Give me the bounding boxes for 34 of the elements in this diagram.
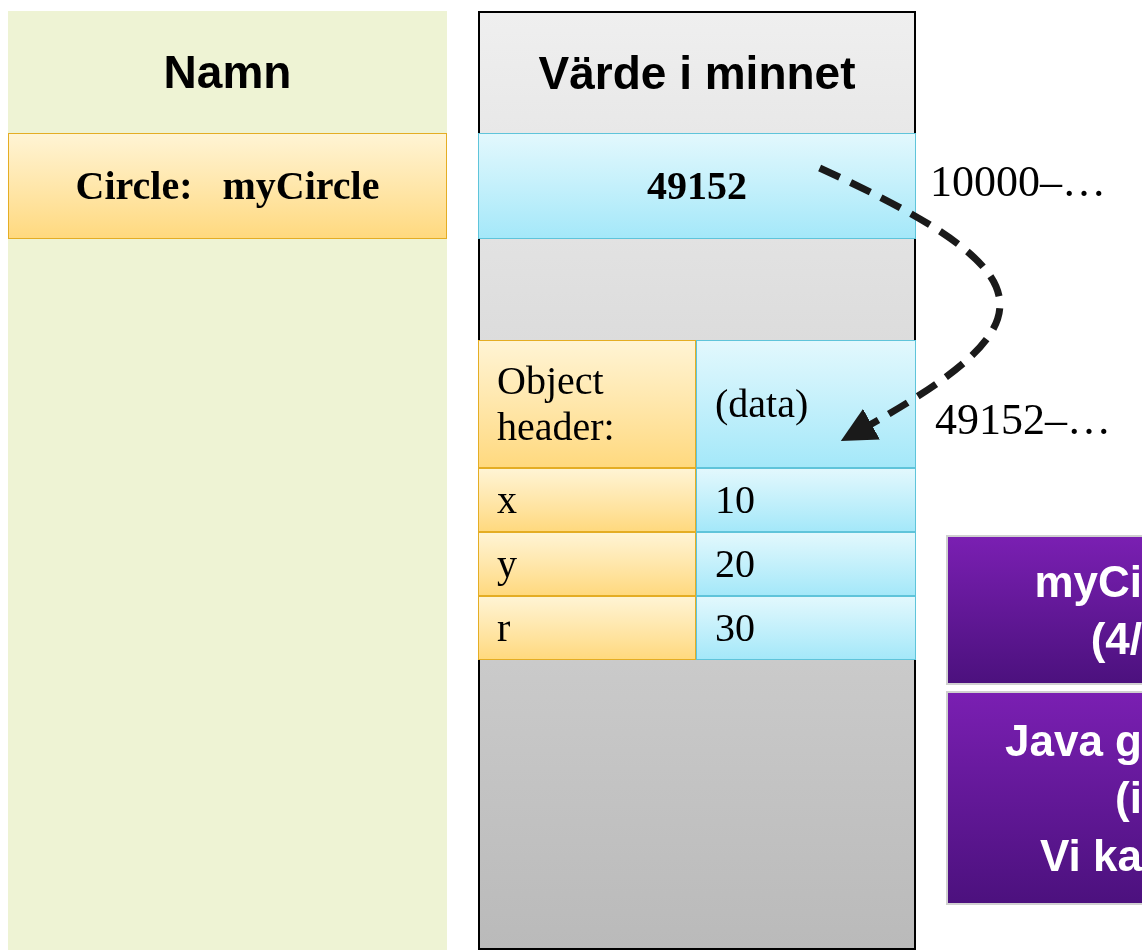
address-label: 49152–…: [935, 398, 1111, 442]
value-cell: [696, 596, 916, 660]
cell-text: (4/: [1090, 613, 1142, 665]
value-cell: [478, 133, 916, 239]
field-cell: [478, 596, 696, 660]
value-cell: [696, 340, 916, 468]
value-cell: [696, 468, 916, 532]
cell-text: 10: [715, 477, 756, 523]
column-heading: Namn: [162, 44, 293, 100]
cell-text: Java g: [1005, 715, 1142, 768]
cell-text: 49152: [647, 162, 747, 210]
field-cell: [478, 340, 696, 468]
arrow: [818, 164, 1004, 442]
cell-text: Vi ka: [1040, 829, 1142, 882]
name-cell: [8, 133, 447, 239]
cell-text: 20: [715, 541, 756, 587]
note-box: [946, 535, 1142, 685]
cell-text: r: [497, 605, 512, 651]
column-band: [8, 11, 447, 950]
cell-text: y: [497, 541, 518, 587]
column-band: [478, 11, 916, 950]
column-heading: Värde i minnet: [537, 45, 857, 101]
cell-text: myCi: [1034, 555, 1142, 608]
cell-text: Object header:: [497, 358, 616, 450]
cell-text: (data): [715, 381, 810, 427]
field-cell: [478, 468, 696, 532]
value-cell: [696, 532, 916, 596]
cell-text: x: [497, 477, 518, 523]
address-label: 10000–…: [930, 160, 1106, 204]
field-cell: [478, 532, 696, 596]
cell-text: Circle: myCircle: [75, 162, 380, 210]
cell-text: 30: [715, 605, 756, 651]
cell-text: (i: [1115, 772, 1142, 825]
note-box: [946, 691, 1142, 905]
